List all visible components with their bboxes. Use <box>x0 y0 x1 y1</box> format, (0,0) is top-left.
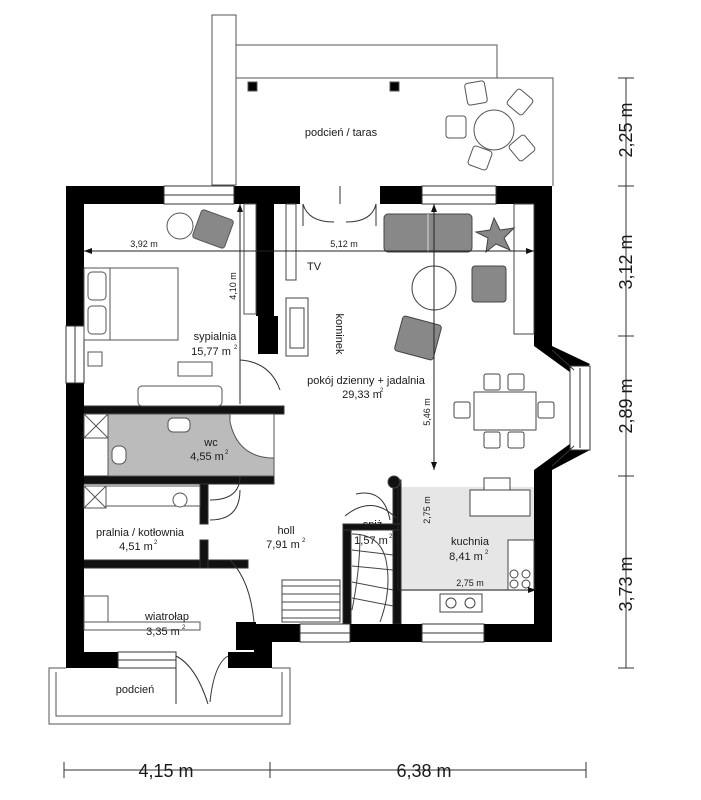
bedroom-furniture <box>83 203 257 407</box>
dim-bedroom-width: 3,92 m <box>130 239 158 249</box>
vestibule-area-sup: 2 <box>182 625 186 631</box>
living-area: 29,33 m <box>342 389 382 401</box>
outer-dim-right-4: 3,73 m <box>616 556 636 611</box>
bedroom-area: 15,77 m <box>191 346 231 358</box>
porch-bottom-label: podcień <box>116 684 155 696</box>
dim-kitchen-depth: 2,75 m <box>422 496 432 524</box>
exterior-walls <box>66 186 552 668</box>
porch-top-label: podcień / taras <box>305 127 378 139</box>
living-label: pokój dzienny + jadalnia <box>307 375 426 387</box>
dim-living-width: 5,12 m <box>330 239 358 249</box>
bedroom-label: sypialnia <box>194 331 238 343</box>
laundry-label: pralnia / kotłownia <box>96 527 185 539</box>
dim-kitchen-width: 2,75 m <box>456 578 484 588</box>
outer-dim-bottom-1: 4,15 m <box>138 761 193 781</box>
windows <box>65 185 497 669</box>
laundry-fixtures <box>83 485 201 631</box>
staircase <box>281 533 394 623</box>
pantry-area: 1,57 m <box>354 535 388 547</box>
vestibule-label: wiatrołap <box>144 611 189 623</box>
dim-living-depth: 5,46 m <box>422 398 432 426</box>
inner-dimension-lines <box>84 204 536 591</box>
wc-area-sup: 2 <box>225 450 229 456</box>
wc-fixtures <box>83 413 275 477</box>
fireplace-label: kominek <box>333 314 345 355</box>
terrace-door <box>302 186 377 226</box>
kitchen-area: 8,41 m <box>449 551 483 563</box>
pantry-area-sup: 2 <box>389 534 393 540</box>
wc-label: wc <box>203 437 218 449</box>
terrace-outline <box>211 14 554 186</box>
laundry-area-sup: 2 <box>154 540 158 546</box>
hall-label: holl <box>277 525 294 537</box>
dimension-arrows <box>84 204 536 593</box>
bay-window <box>534 346 591 470</box>
living-furniture <box>285 203 555 489</box>
bottom-porch-outline <box>48 667 291 725</box>
outer-dim-right-1: 2,25 m <box>616 102 636 157</box>
living-area-sup: 2 <box>380 388 384 394</box>
outer-dim-bottom-2: 6,38 m <box>396 761 451 781</box>
wc-area: 4,55 m <box>190 451 224 463</box>
outer-dimension-lines <box>63 77 634 778</box>
dim-bedroom-depth: 4,10 m <box>228 272 238 300</box>
pantry-label: spiż. <box>363 519 386 531</box>
hall-area-sup: 2 <box>302 538 306 544</box>
outer-dim-right-3: 2,89 m <box>616 378 636 433</box>
outer-dim-right-2: 3,12 m <box>616 234 636 289</box>
tv-label: TV <box>307 261 322 273</box>
kitchen-fixtures <box>439 477 535 613</box>
kitchen-label: kuchnia <box>451 536 490 548</box>
laundry-area: 4,51 m <box>119 541 153 553</box>
kitchen-area-sup: 2 <box>485 550 489 556</box>
vestibule-area: 3,35 m <box>146 626 180 638</box>
bedroom-area-sup: 2 <box>234 345 238 351</box>
terrace-furniture <box>247 80 536 171</box>
hall-area: 7,91 m <box>266 539 300 551</box>
